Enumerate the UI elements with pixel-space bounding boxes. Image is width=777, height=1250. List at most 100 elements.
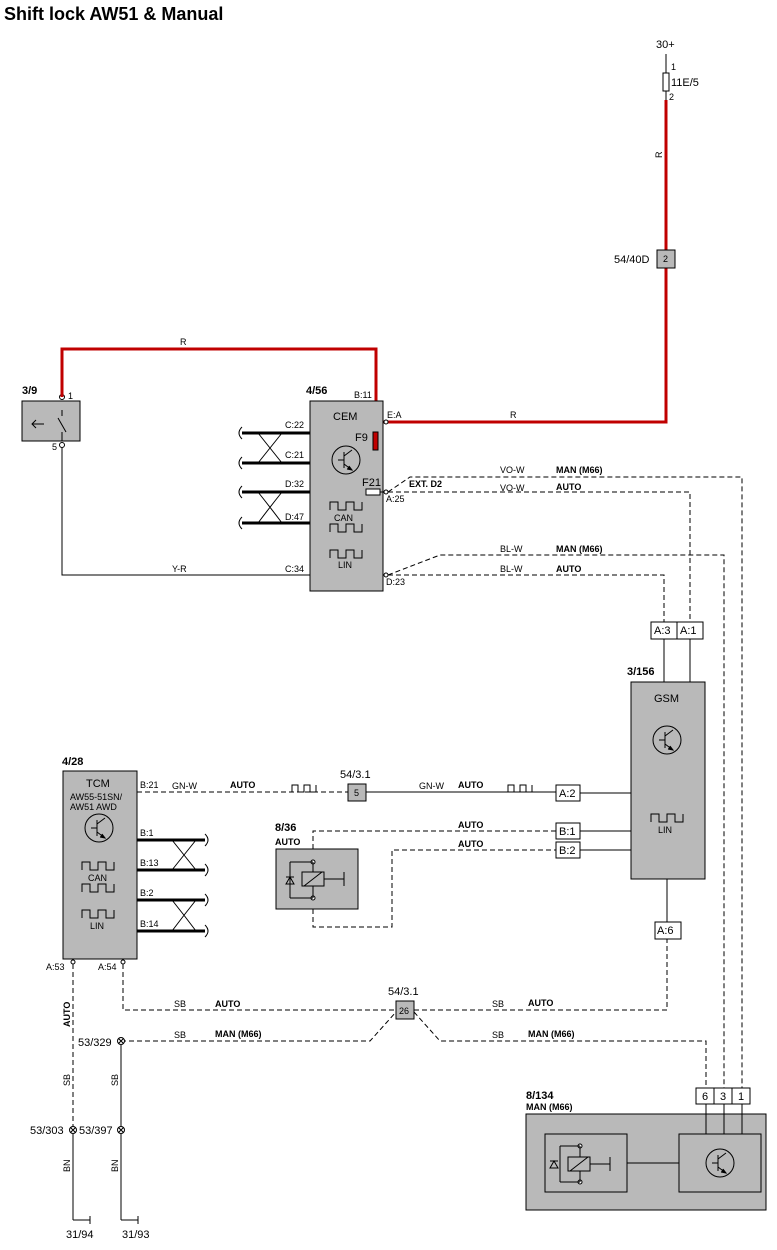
- relay-diode-icon: [285, 875, 295, 885]
- cem-output-wires: VO-W MAN (M66) VO-W AUTO EXT. D2 BL-W MA…: [387, 465, 743, 1088]
- ground-bn-right: BN: [110, 1159, 120, 1172]
- fuse-11e5: [662, 72, 670, 92]
- unit-label: MAN (M66): [526, 1102, 573, 1112]
- gsm-pin-b1: B:1: [559, 826, 576, 838]
- tcm-gnw-color-2: GN-W: [419, 781, 444, 791]
- cem-vow-man-color: VO-W: [500, 465, 525, 475]
- cem-can-signal-icon: [329, 501, 363, 511]
- tcm-sub1: AW55-51SN/: [70, 792, 123, 802]
- relay-b1-wire: [312, 830, 556, 849]
- earth-31-94-icon: [73, 1216, 91, 1224]
- switch-box: [21, 400, 81, 442]
- ground-point-53-303: 53/303: [30, 1125, 64, 1137]
- tcm-auto-label-2: AUTO: [458, 780, 483, 790]
- cem-fuse-f21: [365, 488, 381, 496]
- ground-bn-left: BN: [62, 1159, 72, 1172]
- splice-54-3-1-pin5: [347, 783, 367, 802]
- cem-box: [309, 400, 384, 592]
- man-sb-wire-right: [413, 1011, 707, 1088]
- fuse-label: 11E/5: [671, 77, 699, 89]
- gsm-pin-a6: A:6: [657, 925, 674, 937]
- ground-point-53-329: 53/329: [78, 1037, 112, 1049]
- earth-31-93: 31/93: [122, 1229, 150, 1241]
- connector-pin: 2: [663, 254, 668, 264]
- sb-auto-1: AUTO: [215, 999, 240, 1009]
- cem-pin-a25: A:25: [386, 494, 405, 504]
- switch-id: 3/9: [22, 385, 37, 397]
- unit-pin-3: 3: [720, 1091, 726, 1103]
- cem-vow-auto-color: VO-W: [500, 483, 525, 493]
- cem-vow-auto-label: AUTO: [556, 482, 581, 492]
- cem-name: CEM: [333, 411, 357, 423]
- relay-id: 8/36: [275, 822, 296, 834]
- man-sb-wire-left: [121, 1011, 397, 1042]
- tcm-pin-b13: B:13: [140, 858, 159, 868]
- tcm-transistor-icon: [84, 813, 114, 843]
- cem-fuse-f9: [372, 431, 379, 451]
- cem-can-label: CAN: [334, 513, 353, 523]
- cem-module: 4/56 CEM B:11 F9 E:A F21 A:25 CAN LIN D:…: [238, 385, 405, 592]
- tcm-pin-b14: B:14: [140, 919, 159, 929]
- ground-sb-right: SB: [110, 1074, 120, 1086]
- tcm-box: [62, 770, 138, 960]
- ground-wiring: 26 54/3.1 SB AUTO SB AUTO SB MAN (M66) S…: [30, 939, 707, 1241]
- connector-54-40d: [656, 249, 676, 269]
- tcm-sub2: AW51 AWD: [70, 802, 117, 812]
- tcm-lin-signal-icon: [81, 909, 115, 919]
- gsm-pin-a2: A:2: [559, 788, 576, 800]
- fuse-pin2-label: 2: [669, 92, 674, 102]
- sb-color-1: SB: [174, 999, 186, 1009]
- gsm-id: 3/156: [627, 666, 655, 678]
- tcm-can-label: CAN: [88, 873, 107, 883]
- cem-pin-c21: C:21: [285, 450, 304, 460]
- cem-blw-auto-color: BL-W: [500, 564, 523, 574]
- tcm-name: TCM: [86, 778, 110, 790]
- earth-31-94: 31/94: [66, 1229, 94, 1241]
- gsm-name: GSM: [654, 693, 679, 705]
- gsm-transistor-icon: [652, 725, 682, 755]
- switch-yr-wire: [61, 448, 310, 576]
- cem-blw-man-label: MAN (M66): [556, 544, 603, 554]
- cem-pin-c34: C:34: [285, 564, 304, 574]
- switch-arrow-icon: [31, 419, 44, 429]
- ground-point-53-397: 53/397: [79, 1125, 113, 1137]
- cem-vow-auto-wire: [388, 491, 691, 622]
- relay-8-36: 8/36 AUTO AUTO AUTO: [275, 820, 556, 928]
- switch-bottom-wire-color: Y-R: [172, 564, 187, 574]
- tcm-pin-a53: A:53: [46, 962, 65, 972]
- earth-31-93-icon: [121, 1216, 139, 1224]
- cem-f21-label: F21: [362, 477, 381, 489]
- sb-man-1: MAN (M66): [215, 1029, 262, 1039]
- cem-blw-auto-wire: [388, 574, 665, 622]
- tcm-can-signal-icon: [81, 861, 115, 871]
- ground-sb-left: SB: [62, 1074, 72, 1086]
- cem-blw-man-wire: [387, 554, 725, 1088]
- ground-splice-label: 54/3.1: [388, 986, 419, 998]
- cem-vow-man-wire: [387, 476, 743, 1088]
- connector-label: 54/40D: [614, 254, 650, 266]
- tcm-lin-label: LIN: [90, 921, 104, 931]
- relay-label: AUTO: [275, 837, 300, 847]
- unit-pin-6: 6: [702, 1091, 708, 1103]
- tcm-gnw-color-1: GN-W: [172, 781, 197, 791]
- tcm-module: 4/28 TCM AW55-51SN/ AW51 AWD CAN LIN B:2…: [46, 756, 209, 972]
- tcm-twisted-pair-2: [171, 899, 197, 932]
- unit-id: 8/134: [526, 1090, 554, 1102]
- cem-ea-wire-color: R: [510, 410, 517, 420]
- supply-power-wire: [383, 100, 668, 424]
- cem-twisted-pair-1: [257, 432, 283, 464]
- supply-wire-color: R: [654, 151, 664, 158]
- cem-id: 4/56: [306, 385, 327, 397]
- gsm-a6-sb-wire: [414, 939, 668, 1011]
- cem-pin-c22: C:22: [285, 420, 304, 430]
- cem-blw-man-color: BL-W: [500, 544, 523, 554]
- splice-label-top: 54/3.1: [340, 769, 371, 781]
- switch-pin-1: 1: [68, 391, 73, 401]
- gsm-box: [630, 681, 706, 880]
- tcm-pin-b1: B:1: [140, 828, 154, 838]
- splice-pin-5: 5: [354, 788, 359, 798]
- cem-lin-label: LIN: [338, 560, 352, 570]
- ground-auto-vertical: AUTO: [62, 1002, 72, 1027]
- switch-top-wire-color: R: [180, 337, 187, 347]
